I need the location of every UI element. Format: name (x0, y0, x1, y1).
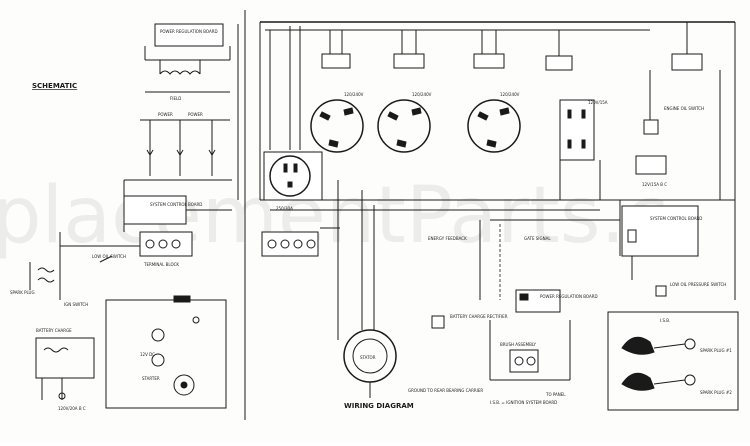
receptacle-120-240-a: 120/240V (310, 92, 364, 153)
breaker-2 (393, 30, 425, 69)
svg-text:SYSTEM CONTROL BOARD: SYSTEM CONTROL BOARD (150, 202, 202, 207)
svg-text:TERMINAL BLOCK: TERMINAL BLOCK (143, 262, 179, 267)
svg-text:SYSTEM CONTROL BOARD: SYSTEM CONTROL BOARD (650, 216, 702, 221)
schematic-ignition: SPARK PLUG IGN SWITCH (10, 262, 88, 307)
ground-note: GROUND TO REAR BEARING CARRIER (408, 388, 483, 393)
wiring-title: WIRING DIAGRAM (344, 402, 414, 410)
receptacle-120-240-c: 120/240V (467, 92, 521, 153)
receptacle-250-30a: 250/30A (263, 151, 323, 211)
schematic-system-control-board: SYSTEM CONTROL BOARD (123, 179, 232, 232)
brush-assembly: BRUSH ASSEMBLY (489, 320, 571, 381)
power-reg-board-right: POWER REGULATION BOARD (515, 289, 598, 313)
svg-text:SPARK PLUG: SPARK PLUG (10, 290, 35, 295)
svg-text:I.S.B.: I.S.B. (660, 318, 670, 323)
stator: STATOR (343, 329, 397, 398)
svg-text:BRUSH ASSEMBLY: BRUSH ASSEMBLY (500, 342, 537, 347)
svg-text:POWER: POWER (188, 112, 203, 117)
engine-oil-switch: ENGINE OIL SWITCH 12V/15A B C (635, 106, 704, 187)
ignition-note: I.S.B. = IGNITION SYSTEM BOARD (490, 400, 557, 405)
schematic-power-reg-board: POWER REGULATION BOARD FIELD POWER POWER (140, 23, 239, 200)
schematic-starter-controls: 12V DC STARTER (105, 295, 227, 409)
energy-feedback-label: ENERGY FEEDBACK (428, 236, 467, 241)
breaker-3 (473, 30, 505, 69)
svg-text:120V/15A: 120V/15A (588, 100, 608, 105)
svg-text:FIELD: FIELD (170, 96, 181, 101)
main-wire-harness (260, 70, 735, 340)
svg-text:BATTERY CHARGE: BATTERY CHARGE (36, 328, 72, 333)
svg-text:ENGINE OIL SWITCH: ENGINE OIL SWITCH (664, 106, 704, 111)
svg-text:120/240V: 120/240V (500, 92, 520, 97)
schematic-title: SCHEMATIC (32, 82, 77, 90)
breaker-5 (671, 22, 703, 71)
svg-text:STARTER: STARTER (142, 376, 160, 381)
low-oil-pressure-switch: LOW OIL PRESSURE SWITCH (655, 282, 726, 297)
svg-text:STATOR: STATOR (360, 355, 376, 360)
svg-text:POWER REGULATION BOARD: POWER REGULATION BOARD (540, 294, 598, 299)
to-panel-label: TO PANEL (545, 392, 566, 397)
wiring-terminal-strip (261, 231, 319, 257)
system-control-board-right: SYSTEM CONTROL BOARD (621, 205, 702, 280)
svg-text:SPARK PLUG #2: SPARK PLUG #2 (700, 390, 732, 395)
svg-text:SPARK PLUG #1: SPARK PLUG #1 (700, 348, 732, 353)
svg-text:POWER: POWER (158, 112, 173, 117)
watermark: placementParts.c (0, 171, 668, 261)
spark-plug-assembly: I.S.B. SPARK PLUG #1 SPARK PLUG #2 (607, 311, 739, 411)
schematic-terminal-block: TERMINAL BLOCK (139, 231, 193, 267)
breaker-4 (545, 30, 573, 71)
svg-text:250/30A: 250/30A (276, 206, 293, 211)
svg-text:120V/20A B C: 120V/20A B C (58, 406, 86, 411)
schematic-battery-charge: BATTERY CHARGE 120V/20A B C (35, 328, 95, 411)
battery-charge-rectifier: BATTERY CHARGE RECTIFIER (431, 314, 508, 329)
breaker-1 (321, 30, 351, 69)
schematic-low-oil-switch: LOW OIL SWITCH (59, 232, 140, 300)
svg-text:BATTERY CHARGE RECTIFIER: BATTERY CHARGE RECTIFIER (450, 314, 508, 319)
receptacle-120-240-b: 120/240V (377, 92, 432, 153)
svg-text:120/240V: 120/240V (412, 92, 432, 97)
svg-text:LOW OIL SWITCH: LOW OIL SWITCH (92, 254, 126, 259)
svg-text:IGN SWITCH: IGN SWITCH (64, 302, 88, 307)
gate-signal-label: GATE SIGNAL (524, 236, 551, 241)
top-bus-wires (259, 21, 736, 300)
svg-text:12V DC: 12V DC (140, 352, 155, 357)
receptacle-120v-15a: 120V/15A (559, 99, 608, 161)
svg-text:LOW OIL PRESSURE SWITCH: LOW OIL PRESSURE SWITCH (670, 282, 726, 287)
svg-text:120/240V: 120/240V (344, 92, 364, 97)
svg-text:12V/15A B C: 12V/15A B C (642, 182, 667, 187)
svg-text:POWER REGULATION BOARD: POWER REGULATION BOARD (160, 29, 218, 34)
